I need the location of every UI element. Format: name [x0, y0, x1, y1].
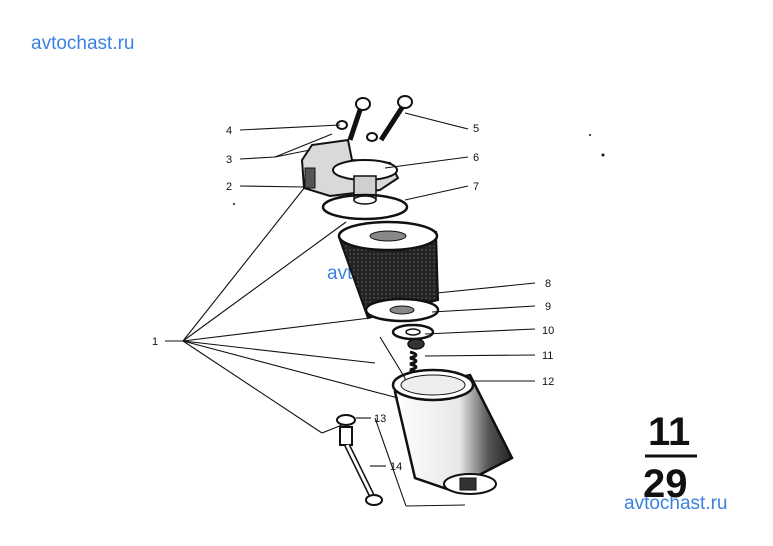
- callout-1: 1: [152, 336, 158, 348]
- bolt-14: [339, 426, 383, 506]
- speck: [601, 153, 605, 157]
- callout-14: 14: [390, 461, 402, 473]
- callout-7: 7: [473, 181, 479, 193]
- speck: [589, 134, 591, 136]
- callout-8: 8: [545, 278, 551, 290]
- callout-2: 2: [226, 181, 232, 193]
- callout-6: 6: [473, 152, 479, 164]
- group-main-number: 11: [648, 410, 690, 454]
- filter-element: [337, 220, 440, 323]
- leader-lines: [165, 112, 536, 507]
- callout-11: 11: [542, 350, 553, 362]
- valve-10: [407, 338, 425, 350]
- callout-13: 13: [374, 413, 386, 425]
- filter-housing: [391, 368, 514, 495]
- group-sub-number: 29: [643, 462, 688, 506]
- callout-5: 5: [473, 123, 479, 135]
- callout-3: 3: [226, 154, 232, 166]
- sealing-ring: [321, 193, 409, 221]
- bolt-5: [378, 95, 413, 142]
- bolt-4: [347, 97, 371, 141]
- washer-3: [336, 120, 378, 142]
- callout-4: 4: [226, 125, 232, 137]
- watermark-bottom-right: avtochast.ru: [624, 493, 728, 514]
- washer-13: [336, 414, 356, 426]
- gasket-9: [391, 323, 435, 341]
- callout-10: 10: [542, 325, 554, 337]
- filter-head: [300, 138, 400, 205]
- callout-9: 9: [545, 301, 551, 313]
- callout-12: 12: [542, 376, 554, 388]
- watermark-top-left: avtochast.ru: [31, 33, 135, 54]
- speck: [233, 203, 235, 205]
